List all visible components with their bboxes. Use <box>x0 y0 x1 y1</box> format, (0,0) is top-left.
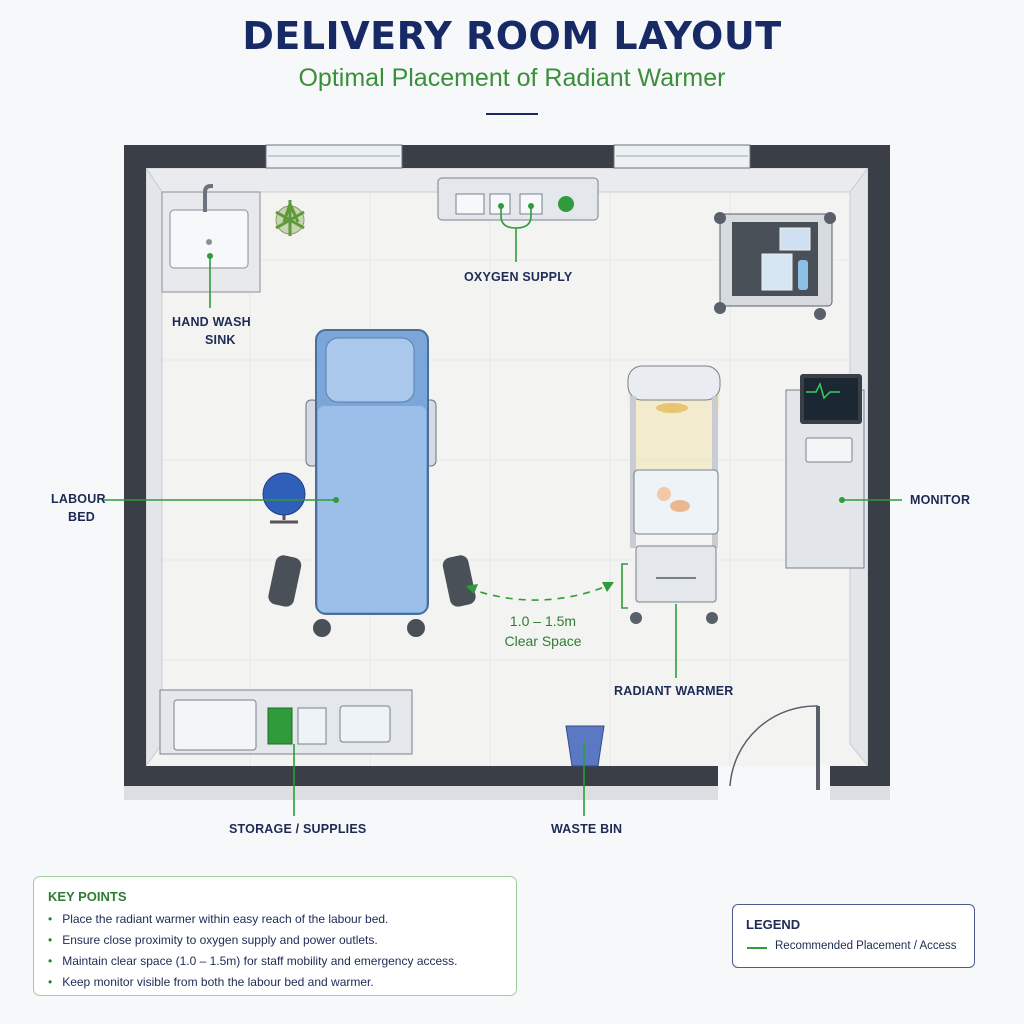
window-left <box>265 144 403 169</box>
room-walls <box>124 145 890 786</box>
label-radiant-warmer: RADIANT WARMER <box>614 684 734 698</box>
wall-inner-left <box>145 166 163 768</box>
page-title: DELIVERY ROOM LAYOUT <box>242 14 782 58</box>
key-points-title: KEY POINTS <box>48 889 127 904</box>
callout-lines <box>102 206 902 816</box>
labour-bed-icon <box>268 329 476 637</box>
oxygen-panel-icon <box>437 177 599 221</box>
clearance-arrows <box>466 582 614 594</box>
floor-plan <box>102 144 902 816</box>
key-points-panel: KEY POINTS •Place the radiant warmer wit… <box>33 876 517 996</box>
bullet-icon: • <box>48 933 53 947</box>
key-point-item: •Ensure close proximity to oxygen supply… <box>48 933 378 947</box>
bullet-icon: • <box>48 954 53 968</box>
page-subtitle: Optimal Placement of Radiant Warmer <box>298 64 726 92</box>
label-storage-supplies: STORAGE / SUPPLIES <box>229 822 367 836</box>
key-point-item: •Place the radiant warmer within easy re… <box>48 912 389 926</box>
bullet-icon: • <box>48 975 53 989</box>
key-points-list: •Place the radiant warmer within easy re… <box>48 909 458 993</box>
plant-icon <box>275 200 305 236</box>
storage-counter-icon <box>159 689 413 755</box>
label-hand-wash-sink: HAND WASH SINK <box>172 313 251 349</box>
radiant-warmer-icon <box>627 365 721 624</box>
key-point-item: •Keep monitor visible from both the labo… <box>48 975 374 989</box>
label-clear-line2: Clear Space <box>504 633 582 649</box>
stool-icon <box>262 472 306 524</box>
monitor-icon <box>785 374 865 569</box>
label-sink-line2: SINK <box>205 333 236 347</box>
label-waste-bin: WASTE BIN <box>551 822 623 836</box>
label-clear-space: 1.0 – 1.5m Clear Space <box>473 611 613 651</box>
label-bed-line1: LABOUR <box>51 492 106 506</box>
key-point-item: •Maintain clear space (1.0 – 1.5m) for s… <box>48 954 458 968</box>
cart-icon <box>714 212 836 320</box>
title-divider <box>486 113 538 115</box>
label-oxygen-supply: OXYGEN SUPPLY <box>464 270 573 284</box>
legend-panel: LEGEND Recommended Placement / Access <box>732 904 975 968</box>
door-icon <box>729 705 820 790</box>
label-bed-line2: BED <box>68 510 95 524</box>
waste-bin-icon <box>565 725 605 767</box>
bullet-icon: • <box>48 912 53 926</box>
label-monitor: MONITOR <box>910 493 971 507</box>
legend-line-icon <box>747 947 767 949</box>
label-sink-line1: HAND WASH <box>172 315 251 329</box>
legend-item-label: Recommended Placement / Access <box>775 940 957 952</box>
callout-dots <box>207 203 845 503</box>
window-right <box>613 144 751 169</box>
legend-title: LEGEND <box>746 917 801 932</box>
wall-base <box>124 786 890 800</box>
sink-icon <box>161 184 261 293</box>
label-labour-bed: LABOUR BED <box>51 490 106 526</box>
label-clear-line1: 1.0 – 1.5m <box>509 613 577 629</box>
